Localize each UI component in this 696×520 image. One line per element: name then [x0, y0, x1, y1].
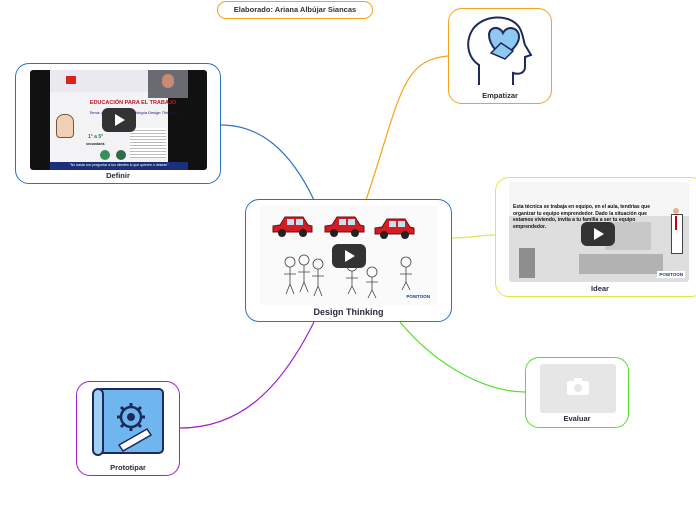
car-icon	[374, 218, 415, 239]
car-icon	[324, 216, 365, 237]
definir-video-thumbnail[interactable]: EDUCACIÓN PARA EL TRABAJO Tema: Aplicamo…	[30, 70, 207, 170]
head-heart-icon	[467, 16, 533, 85]
node-prototipar[interactable]: Prototipar	[76, 381, 180, 476]
link-evaluar	[399, 321, 526, 393]
node-idear[interactable]: Esta técnica se trabaja en equipo, en el…	[495, 177, 696, 297]
camera-icon	[567, 378, 589, 395]
powtoon-logo: POWTOON	[406, 294, 430, 299]
play-button-icon[interactable]	[332, 244, 366, 268]
image-placeholder	[540, 364, 616, 413]
link-definir	[220, 124, 315, 201]
node-empatizar[interactable]: Empatizar	[448, 8, 552, 104]
powtoon-logo: POWTOON	[657, 271, 685, 278]
definir-video-title: EDUCACIÓN PARA EL TRABAJO	[89, 100, 177, 106]
definir-video-caption: "No basta con preguntar a tus clientes l…	[69, 163, 169, 167]
link-empatizar	[365, 55, 449, 201]
node-design-thinking[interactable]: POWTOON Design Thinking	[245, 199, 452, 322]
link-prototipar	[179, 321, 315, 429]
node-evaluar[interactable]: Evaluar	[525, 357, 629, 428]
play-button-icon[interactable]	[102, 108, 136, 132]
idear-video-thumbnail[interactable]: Esta técnica se trabaja en equipo, en el…	[509, 182, 689, 282]
node-label: Empatizar	[482, 91, 518, 100]
node-label: Evaluar	[563, 414, 591, 423]
node-definir[interactable]: EDUCACIÓN PARA EL TRABAJO Tema: Aplicamo…	[15, 63, 221, 184]
center-video-thumbnail[interactable]: POWTOON	[260, 206, 438, 305]
center-label: Design Thinking	[313, 307, 384, 317]
car-icon	[272, 216, 313, 237]
node-label: Prototipar	[110, 463, 146, 472]
node-label: Idear	[591, 284, 609, 293]
node-label: Definir	[106, 171, 130, 180]
link-idear	[451, 234, 496, 239]
play-button-icon[interactable]	[581, 222, 615, 246]
author-label: Elaborado: Ariana Albújar Siancas	[217, 1, 373, 19]
definir-video-level: secundaria	[86, 142, 105, 146]
definir-video-grade: 1° a 5°	[88, 134, 104, 140]
blueprint-gear-icon	[92, 388, 164, 456]
idear-video-text: Esta técnica se trabaja en equipo, en el…	[513, 204, 650, 230]
